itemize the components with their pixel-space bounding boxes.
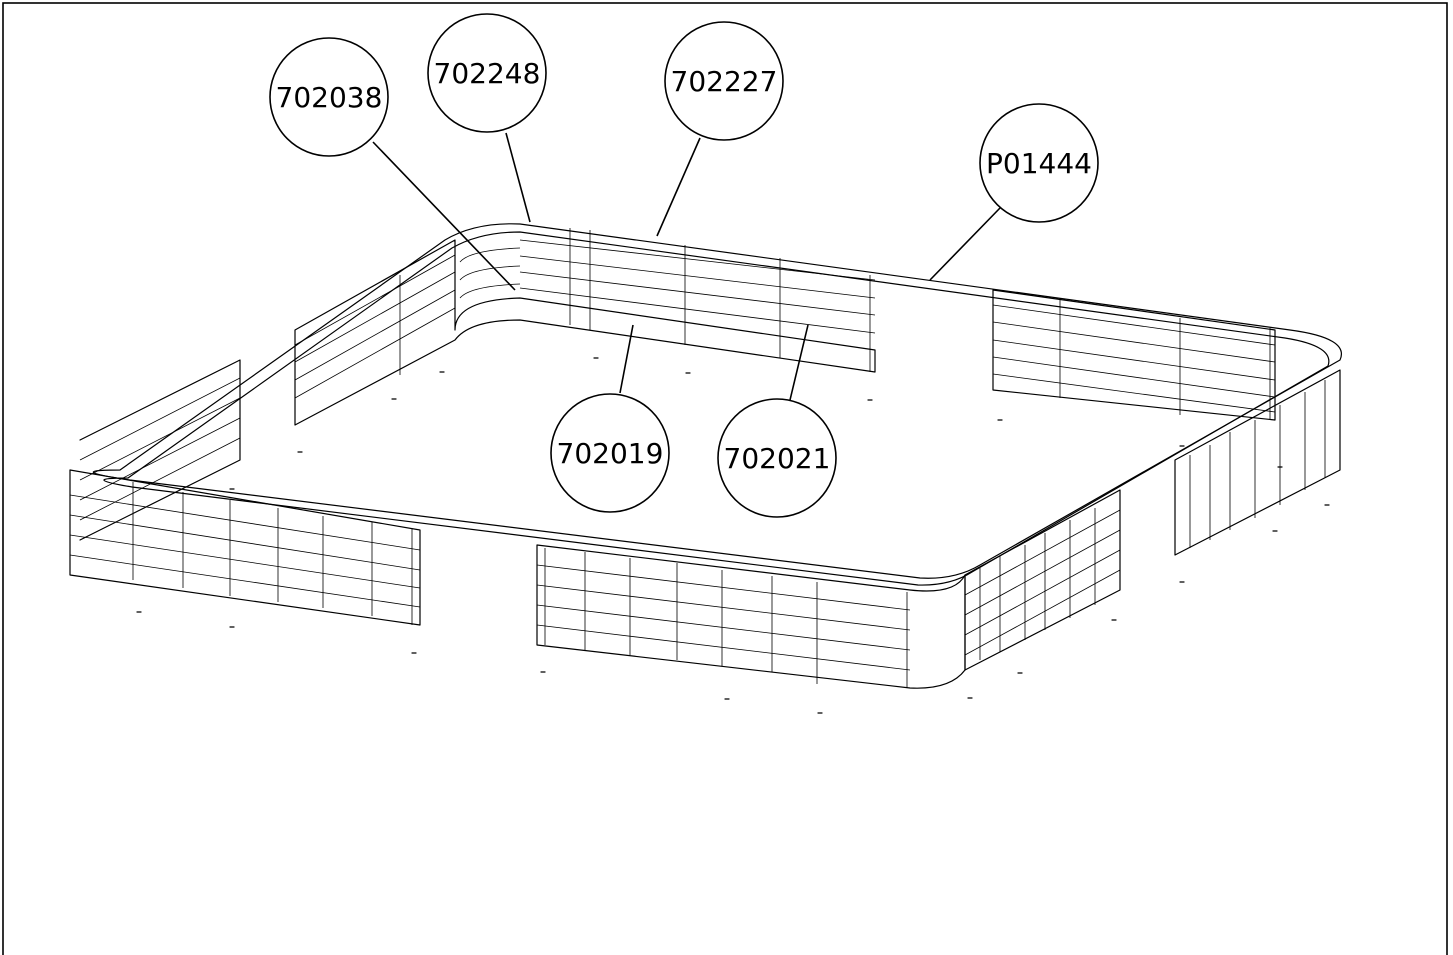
callout-label: 702038 xyxy=(276,81,383,114)
leader-P01444 xyxy=(929,207,1001,281)
front-right-wall-panels xyxy=(536,544,966,689)
callout-label: P01444 xyxy=(986,147,1092,180)
callout-bubble-702021[interactable]: 702021 xyxy=(717,398,837,518)
leader-702038 xyxy=(372,141,516,291)
leader-702227 xyxy=(656,137,701,237)
callout-label: 702248 xyxy=(434,57,541,90)
floor-markers xyxy=(136,357,1330,714)
right-back-wall-panels xyxy=(992,289,1276,421)
leader-702021 xyxy=(789,324,809,401)
callout-bubble-702227[interactable]: 702227 xyxy=(664,21,784,141)
top-rail-ring xyxy=(92,223,1342,586)
callout-bubble-702019[interactable]: 702019 xyxy=(550,393,670,513)
callout-bubble-P01444[interactable]: P01444 xyxy=(979,103,1099,223)
leader-702248 xyxy=(505,132,531,223)
callout-bubble-702248[interactable]: 702248 xyxy=(427,13,547,133)
callout-label: 702019 xyxy=(557,437,664,470)
callout-bubble-702038[interactable]: 702038 xyxy=(269,37,389,157)
back-wall-panels xyxy=(294,228,876,426)
leader-lines xyxy=(372,132,1001,401)
right-wall-panels xyxy=(964,369,1341,671)
leader-702019 xyxy=(619,324,634,394)
callout-label: 702021 xyxy=(724,442,831,475)
callout-label: 702227 xyxy=(671,65,778,98)
front-left-wall-panels xyxy=(69,359,421,626)
